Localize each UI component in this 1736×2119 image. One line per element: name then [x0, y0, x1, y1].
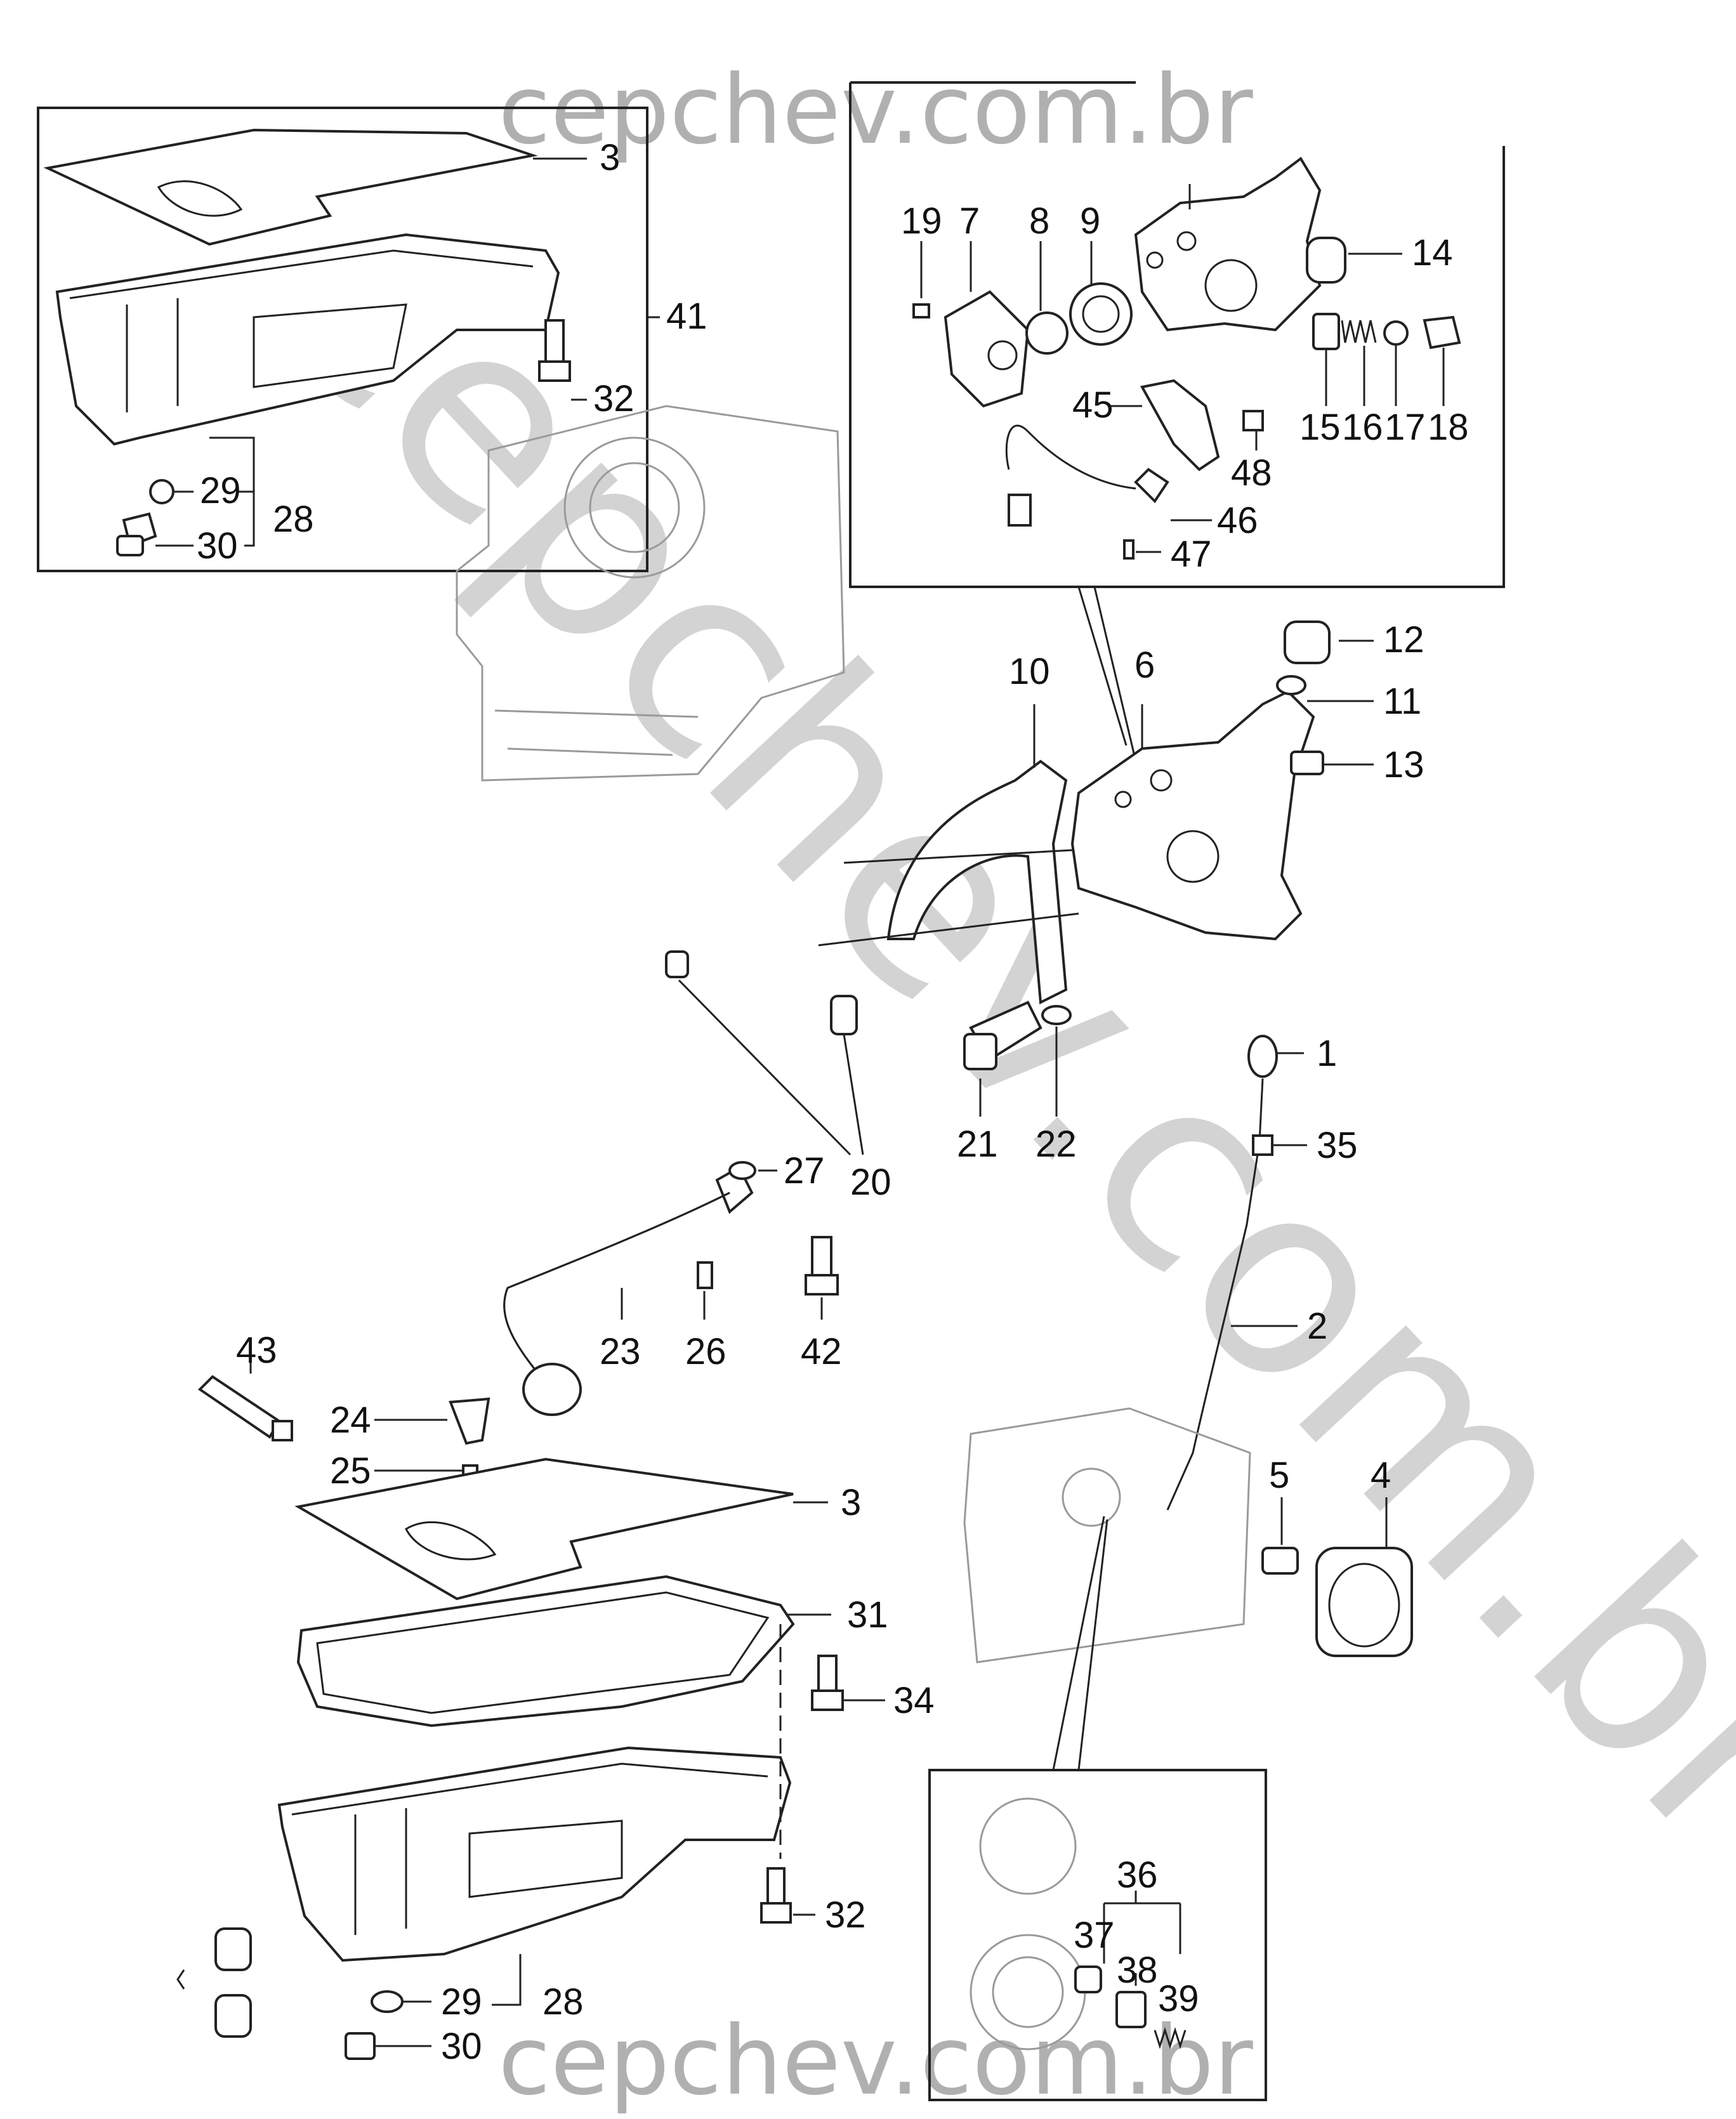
callout-16: 16 — [1342, 407, 1383, 448]
engine-block-ghost — [456, 405, 845, 782]
callout-39: 39 — [1158, 1978, 1199, 2019]
callout-26: 26 — [685, 1331, 727, 1372]
callout-48: 48 — [1231, 452, 1272, 494]
callout-35: 35 — [1317, 1125, 1358, 1166]
callout-17: 17 — [1384, 407, 1426, 448]
inset-oil-pump-exploded — [849, 81, 1505, 762]
lower-oil-pan-group — [176, 1348, 885, 2060]
callout-28: 28 — [273, 499, 314, 540]
callout-45: 45 — [1072, 384, 1114, 426]
callout-10: 10 — [1009, 651, 1050, 692]
callout-12: 12 — [1383, 619, 1424, 660]
callout-19: 19 — [901, 200, 942, 242]
callout-32: 32 — [593, 378, 635, 419]
callout-11: 11 — [1383, 681, 1421, 722]
callout-7: 7 — [959, 200, 980, 242]
callout-3: 3 — [600, 137, 620, 178]
callout-38: 38 — [1117, 1950, 1158, 1991]
pickup-tube-group — [503, 1161, 839, 1416]
callout-47: 47 — [1171, 534, 1212, 575]
inset-oil-pan-assembly — [37, 107, 660, 572]
callout-29: 29 — [200, 470, 241, 511]
callout-30-lower: 30 — [441, 2026, 482, 2067]
callout-18: 18 — [1428, 407, 1469, 448]
callout-23: 23 — [600, 1331, 641, 1372]
callout-24: 24 — [330, 1400, 371, 1441]
callout-37: 37 — [1074, 1915, 1115, 1956]
callout-34: 34 — [893, 1680, 935, 1721]
inset-relief-valve — [928, 1769, 1267, 2101]
callout-15: 15 — [1299, 407, 1341, 448]
callout-9: 9 — [1080, 200, 1100, 242]
watermark-top: cepchev.com.br — [498, 55, 1253, 166]
callout-3-lower: 3 — [841, 1482, 861, 1523]
callout-6: 6 — [1134, 645, 1155, 686]
callout-13: 13 — [1383, 744, 1424, 785]
callout-14: 14 — [1412, 232, 1453, 273]
callout-20: 20 — [850, 1162, 891, 1203]
callout-8: 8 — [1029, 200, 1049, 242]
callout-41: 41 — [666, 296, 707, 337]
callout-21: 21 — [957, 1124, 998, 1165]
callout-22: 22 — [1036, 1124, 1077, 1165]
dipstick-group — [1166, 1035, 1307, 1511]
callout-36: 36 — [1117, 1854, 1158, 1896]
callout-4: 4 — [1371, 1455, 1391, 1496]
oil-filter-group — [963, 1407, 1413, 1771]
callout-46: 46 — [1217, 500, 1258, 541]
callout-1: 1 — [1317, 1033, 1337, 1074]
callout-42: 42 — [801, 1331, 842, 1372]
callout-2: 2 — [1307, 1306, 1327, 1347]
oil-pump-assembly — [665, 620, 1374, 1156]
callout-29-lower: 29 — [441, 1981, 482, 2023]
callout-25: 25 — [330, 1450, 371, 1492]
callout-31: 31 — [847, 1594, 888, 1636]
callout-5: 5 — [1269, 1455, 1289, 1496]
callout-27: 27 — [784, 1150, 825, 1191]
callout-43: 43 — [236, 1330, 277, 1371]
callout-32-lower: 32 — [825, 1894, 866, 1936]
callout-28-lower: 28 — [542, 1981, 584, 2023]
callout-30: 30 — [197, 525, 238, 567]
